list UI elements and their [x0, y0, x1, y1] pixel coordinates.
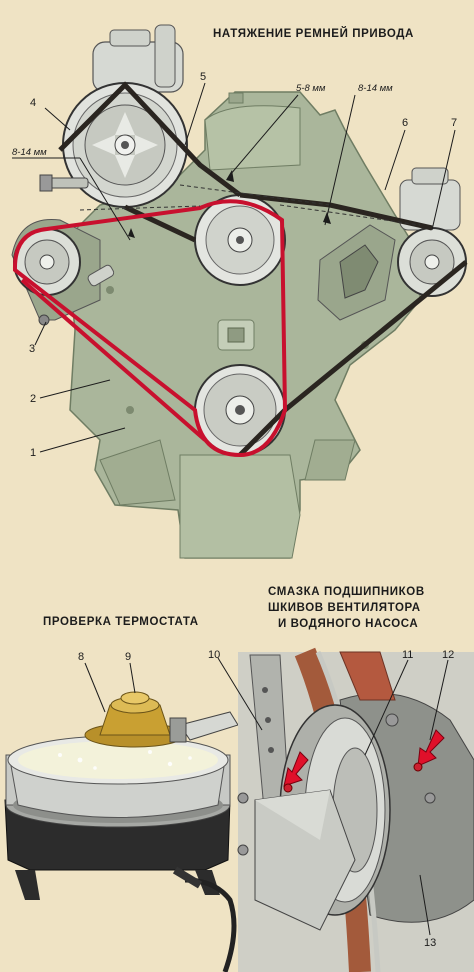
- alternator-pulley: [11, 218, 115, 326]
- callout-5: 5: [200, 71, 206, 83]
- power-steering-pump: [92, 24, 184, 93]
- callout-4: 4: [30, 97, 36, 109]
- lubrication-heading-line3: И ВОДЯНОГО НАСОСА: [278, 618, 419, 630]
- callout-10: 10: [208, 649, 220, 661]
- callout-1: 1: [30, 447, 36, 459]
- callout-11: 11: [402, 649, 413, 661]
- deflection-5-8-label: 5-8 мм: [296, 83, 326, 94]
- thermostat: [84, 691, 186, 748]
- belt-tension-heading: НАТЯЖЕНИЕ РЕМНЕЙ ПРИВОДА: [213, 28, 414, 40]
- callout-8: 8: [78, 651, 84, 663]
- lubrication-arrow-right: [417, 729, 445, 767]
- callout-6: 6: [402, 117, 408, 129]
- fan-pulley: [194, 194, 286, 286]
- engine-belt-diagram: 5-8 мм 8-14 мм 8-14 мм 4 5 6 7 3 2 1: [11, 24, 468, 559]
- thermostat-check-heading: ПРОВЕРКА ТЕРМОСТАТА: [43, 616, 199, 628]
- pump-pulley: [62, 82, 188, 208]
- callout-2: 2: [30, 393, 36, 405]
- callout-9: 9: [125, 651, 131, 663]
- lubrication-arrow-left: [283, 751, 309, 787]
- callout-12: 12: [442, 649, 454, 661]
- lubrication-diagram: 10 11 12 13: [208, 647, 474, 972]
- callout-3: 3: [29, 343, 35, 355]
- callout-13: 13: [424, 937, 436, 949]
- thermostat-diagram: 8 9: [4, 651, 239, 972]
- lubrication-heading-line2: ШКИВОВ ВЕНТИЛЯТОРА: [268, 602, 421, 614]
- deflection-8-14-left-label: 8-14 мм: [12, 147, 47, 158]
- lubrication-heading-line1: СМАЗКА ПОДШИПНИКОВ: [268, 586, 425, 598]
- callout-7: 7: [451, 117, 457, 129]
- deflection-8-14-right-label: 8-14 мм: [358, 83, 393, 94]
- red-belt: [12, 199, 288, 458]
